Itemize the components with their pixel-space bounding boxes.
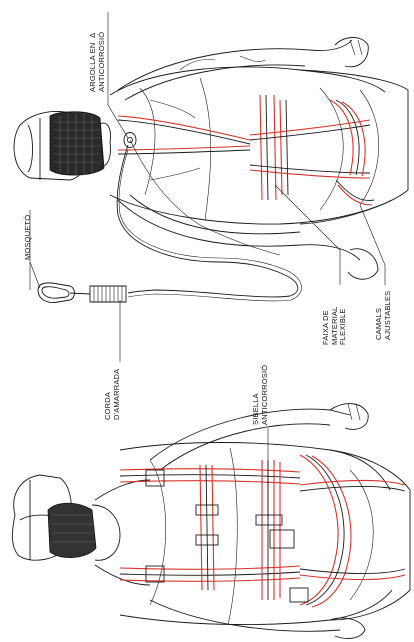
face-mask-icon [50,112,104,175]
shock-absorber-icon [90,286,126,302]
label-sibella: SIBELLA ANTICORROSIÓ [252,365,269,425]
label-faixa: FAIXA DE MATERIAL FLEXIBLE [322,306,348,345]
carabiner-icon [38,283,90,303]
leader-lines [30,12,385,520]
label-corda: CORDA D'AMARRADA [104,369,121,420]
bottom-harness-straps [120,455,405,607]
label-argolla: ARGOLLA EN Δ ANTICORROSIÓ [89,32,106,92]
label-mosqueto: MOSQUETÓ [24,215,33,260]
face-mask-bottom-icon [48,503,96,557]
bottom-worker-figure [12,404,410,639]
label-camals: CAMALS AJUSTABLES [375,291,392,340]
top-worker-figure [14,38,408,303]
